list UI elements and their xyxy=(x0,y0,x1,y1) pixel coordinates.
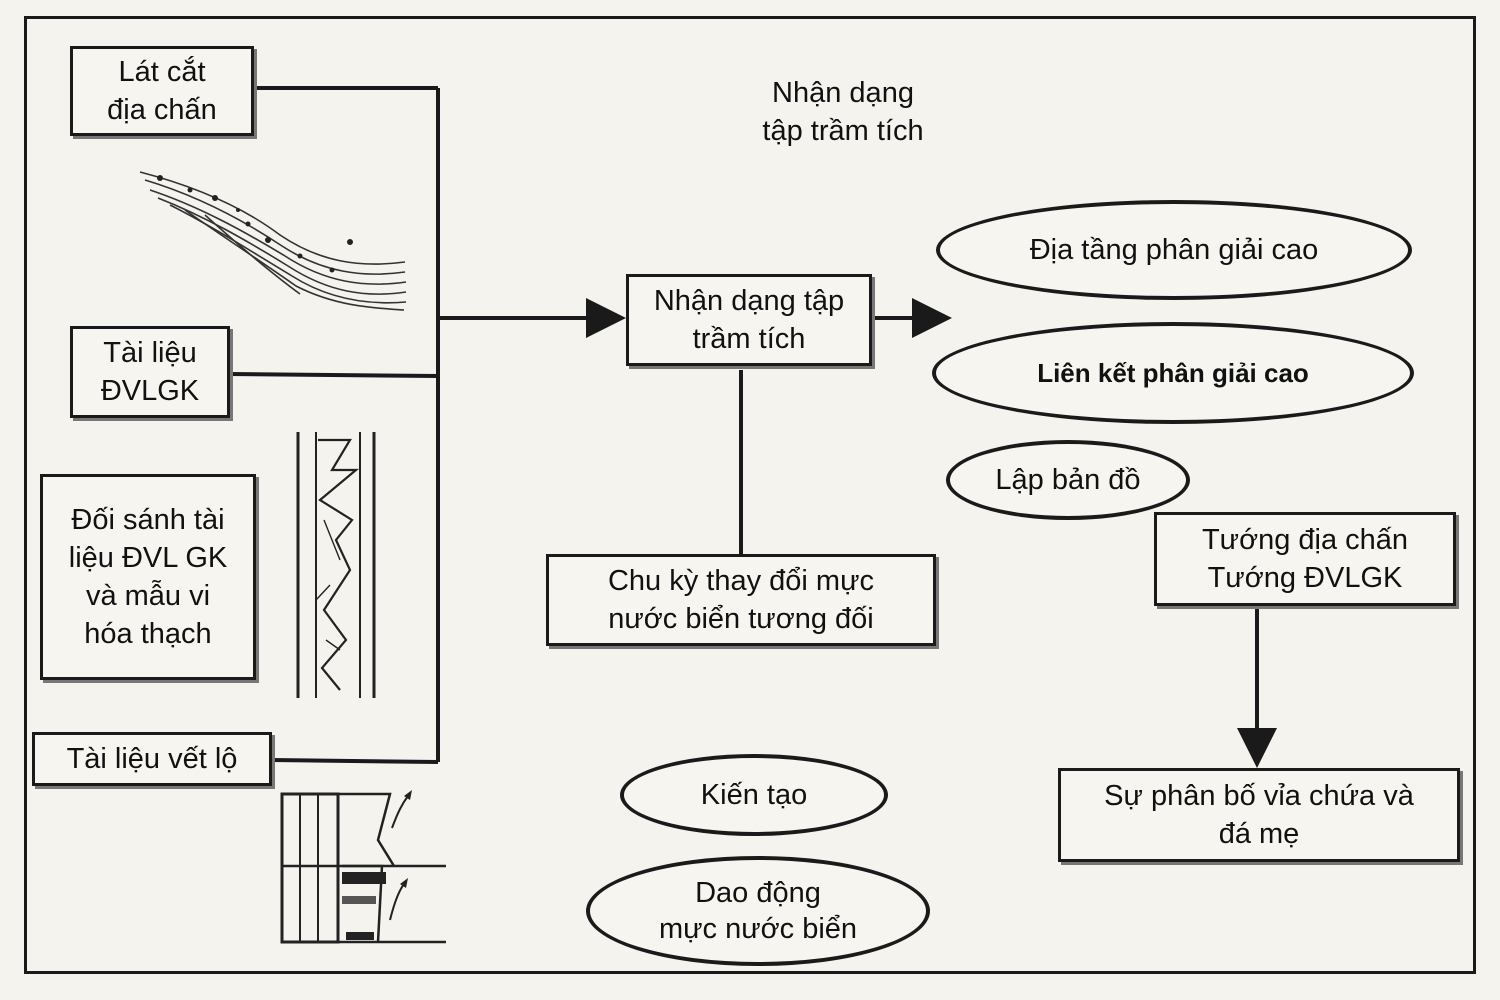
seismic-section-box: Lát cắt địa chấn xyxy=(70,46,254,136)
well-log-data-box: Tài liệu ĐVLGK xyxy=(70,326,230,418)
outcrop-sketch xyxy=(280,792,446,944)
outcrop-connector xyxy=(271,758,439,764)
diagram-frame xyxy=(24,16,1476,974)
facies-box: Tướng địa chấn Tướng ĐVLGK xyxy=(1154,512,1456,606)
tectonics-oval: Kiến tạo xyxy=(620,754,888,836)
sea-level-oscillation-oval: Dao động mực nước biển xyxy=(586,856,930,966)
sea-level-cycle-box: Chu kỳ thay đổi mực nước biển tương đối xyxy=(546,554,936,646)
correlation-box: Đối sánh tài liệu ĐVL GK và mẫu vi hóa t… xyxy=(40,474,256,680)
seismic-sketch-dots xyxy=(157,175,353,273)
well-log-sketch xyxy=(296,432,376,698)
high-res-stratigraphy-oval: Địa tầng phân giải cao xyxy=(936,200,1412,300)
seismic-sketch xyxy=(139,171,407,311)
top-caption: Nhận dạng tập trầm tích xyxy=(762,77,924,147)
well-log-connector xyxy=(229,372,439,378)
distribution-box: Sự phân bố vỉa chứa và đá mẹ xyxy=(1058,768,1460,862)
outcrop-data-box: Tài liệu vết lộ xyxy=(32,732,272,786)
high-res-correlation-oval: Liên kết phân giải cao xyxy=(932,322,1414,424)
sequence-identification-box: Nhận dạng tập trầm tích xyxy=(626,274,872,366)
outcrop-sketch-fill xyxy=(342,790,412,940)
mapping-oval: Lập bản đồ xyxy=(946,440,1190,520)
